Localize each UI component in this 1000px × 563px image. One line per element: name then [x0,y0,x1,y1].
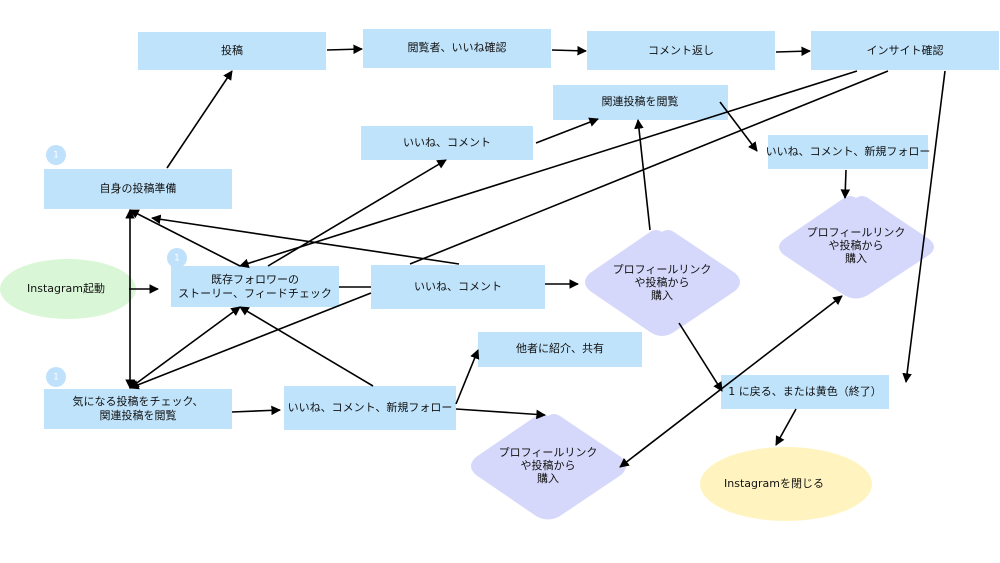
node-label: 関連投稿を閲覧 [100,408,177,422]
edge [535,117,599,144]
step-badge: 1 [46,367,66,387]
node-view: 閲覧者、いいね確認 [363,29,551,68]
edge [151,214,460,265]
edge [775,408,797,446]
node-label: 購入 [537,471,559,485]
node-label: いいね、コメント [403,136,491,149]
edge [775,46,811,57]
svg-text:1: 1 [174,254,180,264]
node-prep: 自身の投稿準備 [44,169,232,209]
edge [239,70,858,268]
decision-purchase-1: プロフィールリンク や投稿から 購入 [585,230,740,336]
edge [409,70,889,265]
node-label: Instagramを閉じる [724,477,824,490]
node-post: 投稿 [138,32,326,70]
edge [231,405,281,416]
node-label: 1 に戻る、または黄色（終了） [728,384,882,398]
node-insight: インサイト確認 [811,31,999,70]
node-back: 1 に戻る、または黄色（終了） [721,375,889,409]
edge [840,169,851,199]
edge [267,159,447,267]
node-label: いいね、コメント [414,280,502,293]
node-close: Instagramを閉じる [700,447,872,521]
node-label: 投稿 [221,43,243,57]
node-label: や投稿から [521,458,576,472]
edge [551,45,587,56]
edge [678,322,723,392]
edge [129,292,372,390]
edge [239,306,374,387]
step-badge: 1 [46,145,66,165]
node-label: ストーリー、フィードチェック [178,287,332,300]
edge [326,44,363,55]
edge [634,119,651,231]
node-label: 他者に紹介、共有 [516,341,604,355]
node-label: 関連投稿を閲覧 [602,94,679,108]
edge [129,306,241,389]
edge [166,70,233,169]
node-label: や投稿から [829,238,884,252]
node-related: 関連投稿を閲覧 [553,85,728,120]
node-like-follow-bottom: いいね、コメント、新規フォロー [284,386,456,430]
edge [902,70,946,383]
edge [619,295,843,468]
node-label: インサイト確認 [867,43,944,57]
node-label: 購入 [845,251,867,265]
node-like-comment-mid: いいね、コメント [371,265,545,309]
node-label: いいね、コメント、新規フォロー [766,144,931,158]
svg-text:1: 1 [53,373,59,383]
edge [129,209,241,267]
node-launch: Instagram起動 [0,259,136,319]
node-label: プロフィールリンク [807,226,906,239]
node-label: Instagram起動 [27,281,105,295]
edge [455,408,546,420]
edges [125,44,946,468]
node-label: 既存フォロワーの [211,272,299,286]
node-share: 他者に紹介、共有 [478,332,642,367]
node-like-follow-right: いいね、コメント、新規フォロー [766,135,931,169]
edge [719,101,758,152]
step-badge: 1 [167,248,187,268]
edge [455,349,480,405]
node-label: や投稿から [635,275,690,289]
node-label: コメント返し [648,44,714,57]
node-like-comment-top: いいね、コメント [361,126,533,160]
node-label: 購入 [651,288,673,302]
node-label: 気になる投稿をチェック、 [72,394,203,408]
node-label: 閲覧者、いいね確認 [408,40,507,54]
node-reply: コメント返し [587,31,775,70]
decision-purchase-2: プロフィールリンク や投稿から 購入 [779,196,934,299]
node-label: 自身の投稿準備 [100,181,177,195]
node-label: プロフィールリンク [499,446,598,459]
node-existing: 既存フォロワーの ストーリー、フィードチェック [171,266,339,307]
decision-purchase-3: プロフィールリンク や投稿から 購入 [471,414,626,520]
node-label: プロフィールリンク [613,263,712,276]
svg-text:1: 1 [53,151,59,161]
node-label: いいね、コメント、新規フォロー [288,400,453,414]
node-check: 気になる投稿をチェック、 関連投稿を閲覧 [44,389,232,429]
